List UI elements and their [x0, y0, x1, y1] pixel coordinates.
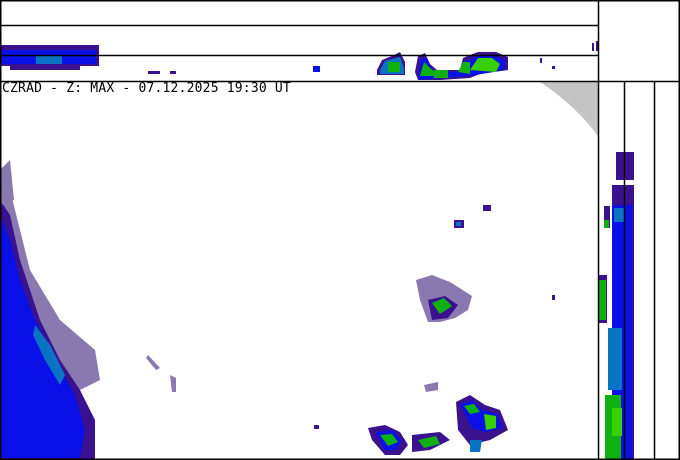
right-projection-echoes [598, 152, 634, 460]
out-of-range-area [540, 82, 598, 136]
top-projection-echoes [1, 41, 598, 80]
product-title: CZRAD - Z: MAX - 07.12.2025 19:30 UT [2, 81, 291, 96]
main-plan-echoes [0, 160, 555, 460]
